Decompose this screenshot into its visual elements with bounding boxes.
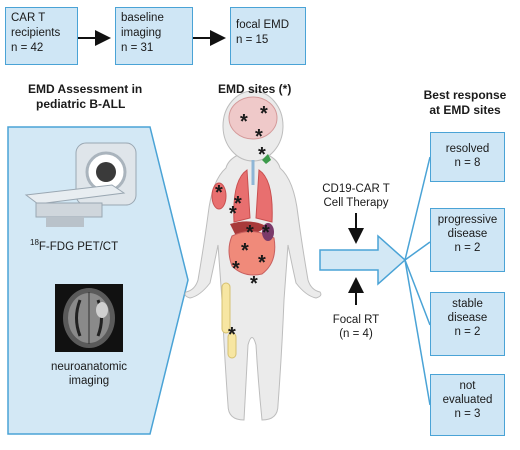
intestines-organ — [228, 231, 276, 276]
tibia-bone — [227, 332, 237, 359]
pet-ct-label-text: F-FDG PET/CT — [38, 240, 119, 253]
mri-label-line: imaging — [68, 375, 110, 387]
flow-box-line: CAR T — [11, 12, 46, 24]
emd-sites-title: EMD sites (*) — [218, 82, 292, 96]
therapy-label-line: Cell Therapy — [323, 197, 389, 209]
focal-rt-label: Focal RT (n = 4) — [322, 313, 390, 341]
flow-box-count: n = 42 — [11, 42, 44, 54]
pet-ct-label-isotope: 18 — [30, 238, 39, 247]
emd-site-marker: * — [260, 103, 268, 125]
response-label-line: evaluated — [442, 394, 493, 406]
response-title: Best response at EMD sites — [412, 88, 518, 118]
flow-box-line: imaging — [121, 27, 162, 39]
assessment-title-line: pediatric B-ALL — [36, 97, 126, 111]
response-label-line: stable — [452, 298, 483, 310]
therapy-arrow — [319, 234, 407, 286]
pet-ct-label: 18F-FDG PET/CT — [30, 236, 118, 254]
response-box-not-evaluated: not evaluated n = 3 — [430, 374, 505, 436]
emd-site-marker: * — [240, 111, 248, 133]
response-count: n = 3 — [454, 408, 481, 420]
therapy-label-line: CD19-CAR T — [322, 183, 390, 195]
mri-label: neuroanatomic imaging — [44, 360, 134, 388]
flow-box-line: focal EMD — [236, 19, 290, 31]
response-label-line: not — [459, 380, 476, 392]
mri-label-line: neuroanatomic — [50, 361, 128, 373]
flow-box-count: n = 31 — [121, 42, 154, 54]
lymph-node-icon — [262, 154, 271, 164]
emd-site-marker: * — [255, 126, 263, 148]
brain-organ — [228, 96, 278, 140]
flow-box-baseline-imaging: baseline imaging n = 31 — [115, 7, 193, 65]
emd-site-marker: * — [246, 222, 254, 244]
response-box-stable: stable disease n = 2 — [430, 292, 505, 356]
focal-rt-label-line: Focal RT — [332, 314, 380, 326]
response-count: n = 2 — [454, 326, 481, 338]
abdominal-organ — [262, 223, 274, 241]
emd-site-marker: * — [262, 222, 270, 244]
emd-site-marker: * — [234, 193, 242, 215]
emd-site-marker: * — [232, 258, 240, 280]
emd-site-marker: * — [241, 240, 249, 262]
mri-brain-image — [55, 284, 123, 352]
assessment-title: EMD Assessment in pediatric B-ALL — [28, 82, 142, 112]
response-label-line: disease — [447, 312, 488, 324]
flow-box-car-t-recipients: CAR T recipients n = 42 — [5, 7, 78, 65]
response-title-line: Best response — [423, 88, 507, 102]
focal-rt-label-line: (n = 4) — [339, 328, 373, 340]
flow-box-line: baseline — [121, 12, 164, 24]
emd-site-marker: * — [228, 324, 236, 346]
emd-site-marker: * — [258, 144, 266, 166]
lungs-organ — [233, 169, 273, 223]
flow-box-focal-emd: focal EMD n = 15 — [230, 7, 306, 65]
assessment-title-line: EMD Assessment in — [28, 82, 143, 96]
therapy-label: CD19-CAR T Cell Therapy — [315, 182, 397, 210]
flow-box-line: recipients — [11, 27, 61, 39]
pet-ct-scanner-icon — [24, 142, 137, 227]
response-count: n = 2 — [454, 242, 481, 254]
emd-site-marker: * — [229, 203, 237, 225]
response-connector-lines — [404, 156, 431, 406]
response-title-line: at EMD sites — [429, 103, 501, 117]
response-box-resolved: resolved n = 8 — [430, 132, 505, 182]
response-label-line: resolved — [445, 143, 490, 155]
response-box-progressive: progressive disease n = 2 — [430, 208, 505, 272]
emd-site-marker: * — [250, 273, 258, 295]
emd-site-marker: * — [258, 252, 266, 274]
response-label-line: progressive — [437, 214, 498, 226]
flow-box-count: n = 15 — [236, 34, 269, 46]
response-count: n = 8 — [454, 157, 481, 169]
emd-site-marker: * — [215, 182, 223, 204]
femur-bone — [221, 282, 231, 334]
response-label-line: disease — [447, 228, 488, 240]
kidney-organ — [211, 182, 227, 210]
